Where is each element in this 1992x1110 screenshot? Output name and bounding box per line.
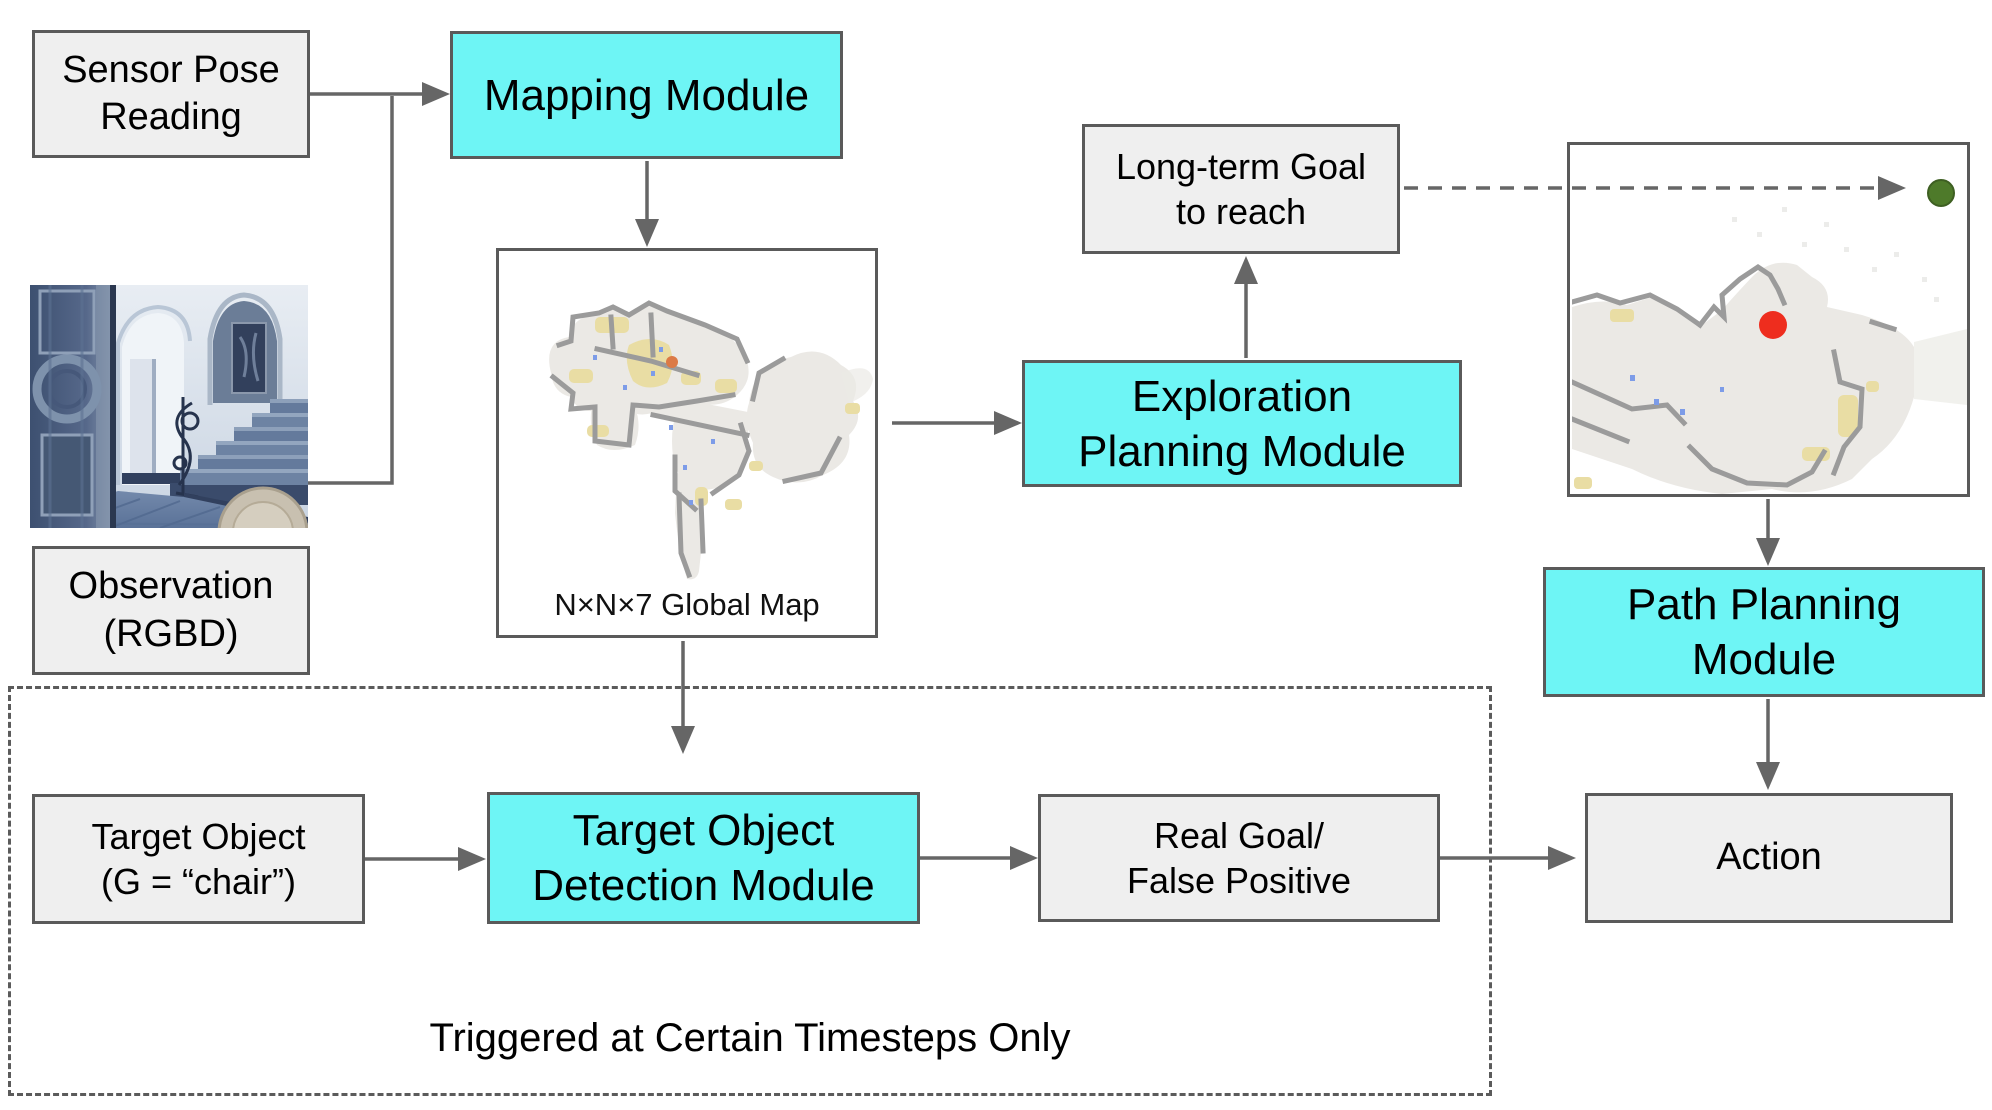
- real-goal-label-line2: False Positive: [1126, 860, 1352, 901]
- action-label: Action: [1716, 836, 1822, 879]
- observation-label-line1: Observation: [68, 565, 274, 607]
- frontier-specks: [1732, 207, 1939, 302]
- observation-box: Observation (RGBD): [32, 546, 310, 675]
- map-blue-specks: [593, 347, 715, 505]
- trigger-note: Triggered at Certain Timesteps Only: [429, 1016, 1071, 1060]
- global-map-figure: [549, 300, 873, 580]
- trigger-region: [8, 686, 1492, 1096]
- arrowhead-globalmap-to-exploration: [994, 411, 1022, 435]
- explored-map-panel: [1567, 142, 1970, 497]
- sensor-pose-box: Sensor Pose Reading: [32, 30, 310, 158]
- path-planning-label-line1: Path Planning: [1627, 580, 1901, 629]
- map-orange-object: [666, 356, 678, 368]
- observation-photo: [29, 285, 309, 578]
- arrowhead-pathplanning-to-action: [1756, 762, 1780, 790]
- sensor-pose-label-line2: Reading: [100, 96, 242, 138]
- target-object-detection-module-box: Target Object Detection Module: [487, 792, 920, 924]
- mapping-module-label: Mapping Module: [483, 70, 810, 120]
- real-goal-box: Real Goal/ False Positive: [1038, 794, 1440, 922]
- exploration-label-line2: Planning Module: [1078, 426, 1406, 476]
- detection-module-label-line2: Detection Module: [532, 861, 875, 910]
- arrowhead-map-to-pathplanning: [1756, 538, 1780, 566]
- explored-map-figure: [1572, 179, 1967, 494]
- mapping-module-box: Mapping Module: [450, 31, 843, 159]
- connector-observation-to-mapping: [308, 96, 394, 485]
- target-object-label-line2: (G = “chair”): [100, 861, 296, 902]
- explored-map-blue-specks: [1630, 375, 1724, 415]
- long-term-goal-label-line1: Long-term Goal: [1115, 146, 1367, 187]
- observation-label-line2: (RGBD): [103, 612, 239, 655]
- sensor-pose-label-line1: Sensor Pose: [62, 48, 280, 91]
- goal-point-marker: [1927, 179, 1955, 207]
- observation-photo-figure: [29, 285, 309, 578]
- stairs: [180, 399, 308, 485]
- global-map-caption: N×N×7 Global Map: [554, 587, 820, 622]
- long-term-goal-box: Long-term Goal to reach: [1082, 124, 1400, 254]
- agent-position-marker: [1759, 311, 1787, 339]
- target-object-label-line1: Target Object: [91, 816, 306, 857]
- arrowhead-mapping-to-globalmap: [635, 219, 659, 247]
- arrowhead-sensor-to-mapping: [422, 82, 450, 106]
- exploration-planning-module-box: Exploration Planning Module: [1022, 360, 1462, 487]
- target-object-box: Target Object (G = “chair”): [32, 794, 365, 924]
- arrowhead-realgoal-to-action: [1548, 846, 1576, 870]
- global-map-panel: N×N×7 Global Map: [496, 248, 878, 638]
- action-box: Action: [1585, 793, 1953, 923]
- map-walls: [549, 300, 843, 579]
- exploration-label-line1: Exploration: [1131, 371, 1353, 421]
- explored-map-walls: [1572, 263, 1898, 488]
- real-goal-label-line1: Real Goal/: [1153, 815, 1325, 856]
- detection-module-label-line1: Target Object: [572, 806, 835, 855]
- arrowhead-exploration-to-longtermgoal: [1234, 256, 1258, 284]
- path-planning-label-line2: Module: [1691, 635, 1837, 684]
- path-planning-module-box: Path Planning Module: [1543, 567, 1985, 697]
- long-term-goal-label-line2: to reach: [1175, 191, 1307, 232]
